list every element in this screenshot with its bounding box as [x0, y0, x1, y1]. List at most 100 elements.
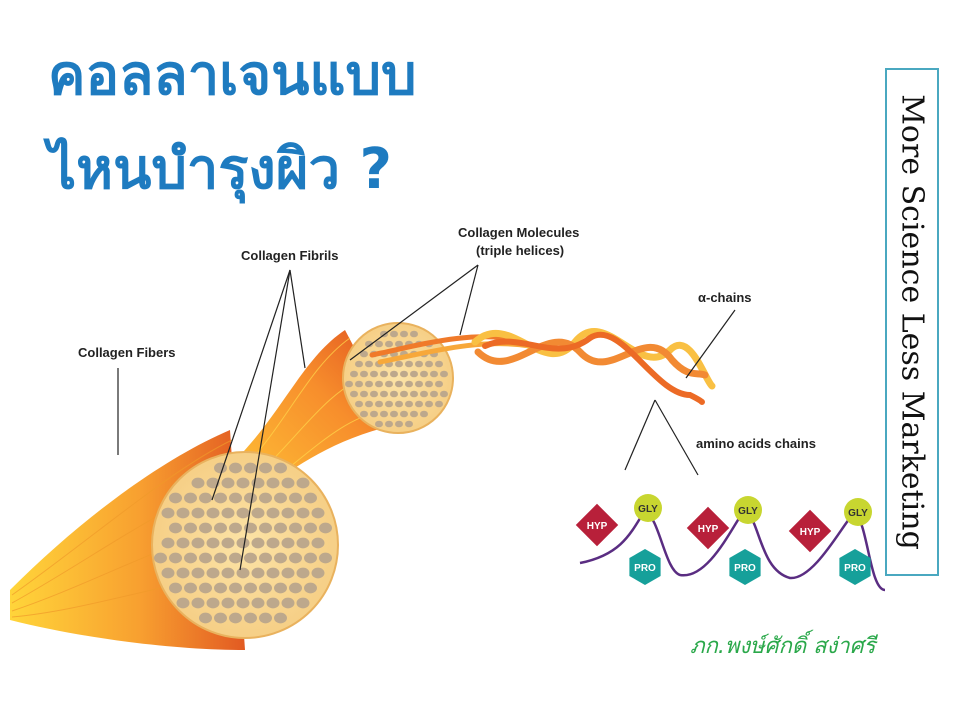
cross-section-dot	[435, 360, 443, 368]
cross-section-dot	[395, 400, 403, 408]
cross-section-dot	[206, 537, 220, 549]
cross-section-dot	[304, 492, 317, 504]
cross-section-dot	[236, 507, 250, 519]
cross-section-dot	[244, 462, 257, 474]
cross-section-dot	[176, 507, 190, 519]
cross-section-dot	[229, 552, 242, 564]
cross-section-dot	[214, 462, 227, 474]
cross-section-dot	[440, 390, 448, 398]
leader-lines	[117, 264, 736, 571]
cross-section-dot	[191, 507, 205, 519]
cross-section-dot	[206, 597, 220, 609]
cross-section-dot	[395, 360, 403, 368]
cross-section-dot	[244, 552, 257, 564]
cross-section-dot	[191, 537, 205, 549]
label-triple-helices: (triple helices)	[476, 243, 564, 258]
amino-unit-gly: GLY	[634, 494, 662, 522]
cross-section-dot	[311, 507, 325, 519]
cross-section-dot	[184, 582, 197, 594]
cross-section-dot	[304, 522, 317, 534]
cross-section-dot	[251, 507, 265, 519]
cross-section-dot	[176, 537, 190, 549]
cross-section-dot	[355, 360, 363, 368]
cross-section-dot	[360, 410, 368, 418]
cross-section-dot	[259, 582, 272, 594]
cross-section-dot	[221, 597, 235, 609]
cross-section-dot	[236, 597, 250, 609]
amino-unit-pro: PRO	[629, 549, 661, 585]
title-line-2: ไหนบำรุงผิว ?	[48, 137, 393, 202]
cross-section-dot	[395, 340, 403, 348]
label-collagen-molecules: Collagen Molecules	[458, 225, 579, 240]
cross-section-dot	[405, 360, 413, 368]
cross-section-dot	[355, 400, 363, 408]
cross-section-dot	[390, 370, 398, 378]
cross-section-dot	[221, 507, 235, 519]
amino-unit-hyp: HYP	[788, 509, 832, 553]
amino-unit-label: GLY	[638, 504, 658, 515]
cross-section-dot	[221, 567, 235, 579]
cross-section-dot	[304, 582, 317, 594]
cross-section-dot	[244, 492, 257, 504]
fibril-cross-section-dots	[154, 462, 332, 624]
cross-section-dot	[184, 522, 197, 534]
cross-section-dot	[365, 340, 373, 348]
cross-section-dot	[410, 410, 418, 418]
cross-section-dot	[390, 410, 398, 418]
label-alpha-chains: α-chains	[698, 290, 752, 305]
cross-section-dot	[206, 507, 220, 519]
cross-section-dot	[236, 477, 250, 489]
cross-section-dot	[274, 462, 287, 474]
label-amino-acids-chains: amino acids chains	[696, 436, 816, 451]
cross-section-dot	[400, 370, 408, 378]
cross-section-dot	[221, 477, 235, 489]
cross-section-dot	[296, 537, 310, 549]
cross-section-dot	[350, 390, 358, 398]
cross-section-dot	[370, 390, 378, 398]
cross-section-dot	[380, 370, 388, 378]
cross-section-dot	[281, 567, 295, 579]
cross-section-dot	[244, 612, 257, 624]
cross-section-dot	[229, 522, 242, 534]
cross-section-dot	[229, 612, 242, 624]
cross-section-dot	[274, 612, 287, 624]
cross-section-dot	[281, 597, 295, 609]
cross-section-dot	[281, 477, 295, 489]
cross-section-dot	[214, 552, 227, 564]
cross-section-dot	[184, 552, 197, 564]
cross-section-dot	[400, 330, 408, 338]
cross-section-dot	[176, 597, 190, 609]
cross-section-dot	[425, 360, 433, 368]
cross-section-dot	[251, 567, 265, 579]
cross-section-dot	[169, 492, 182, 504]
cross-section-dot	[435, 380, 443, 388]
cross-section-dot	[259, 522, 272, 534]
cross-section-dot	[430, 390, 438, 398]
cross-section-dot	[365, 380, 373, 388]
cross-section-dot	[289, 582, 302, 594]
cross-section-dot	[266, 537, 280, 549]
cross-section-dot	[199, 492, 212, 504]
cross-section-dot	[296, 567, 310, 579]
cross-section-dot	[425, 380, 433, 388]
cross-section-dot	[236, 567, 250, 579]
cross-section-dot	[259, 462, 272, 474]
cross-section-dot	[400, 410, 408, 418]
cross-section-dot	[405, 380, 413, 388]
cross-section-dot	[365, 360, 373, 368]
cross-section-dot	[319, 552, 332, 564]
cross-section-dot	[169, 522, 182, 534]
cross-section-dot	[395, 380, 403, 388]
cross-section-dot	[199, 612, 212, 624]
cross-section-dot	[400, 390, 408, 398]
cross-section-dot	[229, 582, 242, 594]
cross-section-dot	[199, 552, 212, 564]
cross-section-dot	[296, 477, 310, 489]
cross-section-dot	[311, 537, 325, 549]
cross-section-dot	[161, 537, 175, 549]
amino-unit-label: PRO	[734, 563, 756, 574]
cross-section-dot	[289, 552, 302, 564]
cross-section-dot	[221, 537, 235, 549]
